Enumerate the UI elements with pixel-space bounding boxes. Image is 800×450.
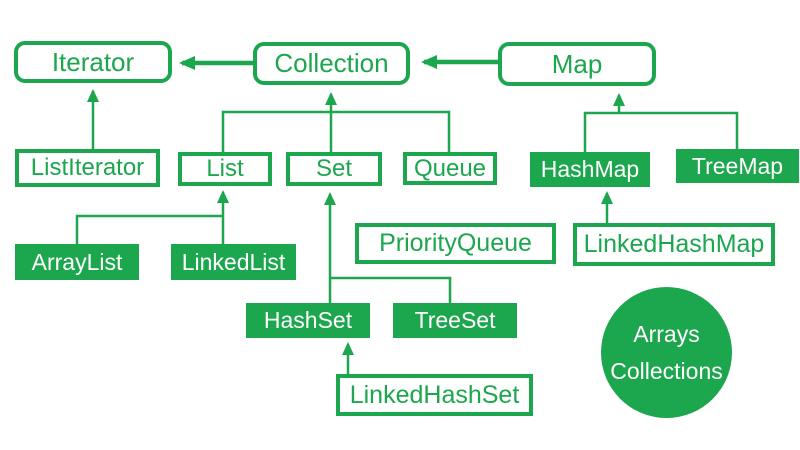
node-map: Map (498, 42, 656, 86)
node-linkedlist: LinkedList (171, 244, 296, 280)
node-hashset: HashSet (246, 303, 370, 338)
circle-label-arrays: Arrays (633, 320, 700, 347)
node-iterator: Iterator (14, 41, 172, 83)
node-arraylist: ArrayList (15, 244, 139, 280)
node-treeset: TreeSet (393, 303, 517, 338)
node-hashmap: HashMap (530, 152, 650, 187)
node-treemap: TreeMap (676, 149, 799, 183)
node-queue: Queue (403, 152, 497, 185)
node-listiterator: ListIterator (15, 149, 160, 187)
node-set: Set (286, 152, 382, 186)
node-list: List (178, 152, 272, 186)
node-collection: Collection (253, 42, 410, 85)
utility-classes-circle: Arrays Collections (601, 287, 732, 418)
node-linkedhashset: LinkedHashSet (336, 374, 533, 416)
node-priorityqueue: PriorityQueue (355, 223, 556, 264)
node-linkedhashmap: LinkedHashMap (573, 223, 775, 266)
circle-label-collections: Collections (610, 357, 723, 384)
